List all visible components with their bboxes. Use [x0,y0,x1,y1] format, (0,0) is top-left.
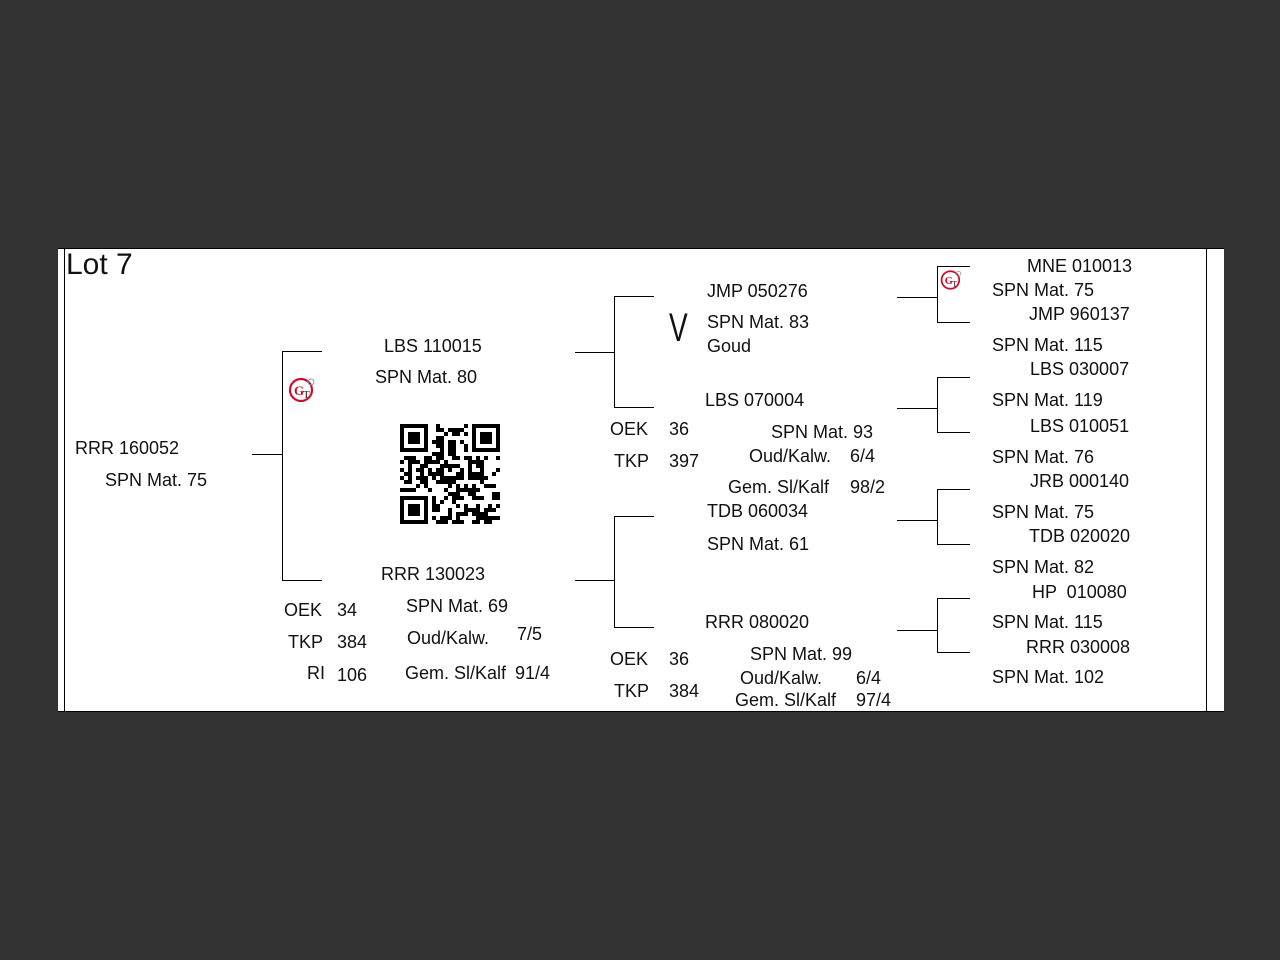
gg-6-id: HP 010080 [1032,582,1127,602]
qr-code-icon [400,424,500,524]
gg-1-connector [937,322,970,323]
subject-spn: SPN Mat. 75 [105,470,208,490]
subject-connector [252,454,282,455]
gg-5-spn: SPN Mat. 82 [992,557,1095,577]
gg-3-spn: SPN Mat. 76 [992,447,1095,467]
dam-gemsl-value: 91/4 [515,663,551,683]
sd-oek-label: OEK [610,419,649,439]
dam-out-connector [575,580,614,581]
sd-bracket [937,377,938,433]
sd-oudkalw-value: 6/4 [850,446,876,466]
ss-bracket [937,266,938,323]
gg-4-id: JRB 000140 [1030,471,1130,491]
ss-spn: SPN Mat. 83 [707,312,810,332]
dd-out-connector [897,630,937,631]
sd-oek-value: 36 [669,419,690,439]
sd-tkp-value: 397 [669,451,700,471]
ds-spn: SPN Mat. 61 [707,534,810,554]
sd-spn: SPN Mat. 93 [771,422,874,442]
dd-id: RRR 080020 [705,612,810,632]
ss-mark: V [669,306,688,350]
dd-tkp-value: 384 [669,681,700,701]
sd-id: LBS 070004 [705,390,805,410]
gg-6-connector [937,598,970,599]
ds-out-connector [897,520,937,521]
gg-4-spn: SPN Mat. 75 [992,502,1095,522]
ss-connector [614,296,654,297]
gg-7-spn: SPN Mat. 102 [992,667,1105,687]
dam-gemsl-label: Gem. Sl/Kalf [405,663,507,683]
sd-gemsl-value: 98/2 [850,477,886,497]
gg-2-id: LBS 030007 [1030,359,1130,379]
dam-ri-label: RI [307,663,325,683]
dd-oek-value: 36 [669,649,690,669]
sd-out-connector [897,408,937,409]
dam-bracket [614,516,615,628]
dd-gemsl-value: 97/4 [856,690,892,710]
dd-oudkalw-value: 6/4 [856,668,882,688]
parent-bracket [282,351,283,581]
left-border-rule [64,248,65,712]
subject-id: RRR 160052 [75,438,180,458]
ss-goud: Goud [707,336,752,356]
dam-oudkalw-label: Oud/Kalw. [407,628,490,648]
ss-id: JMP 050276 [707,281,808,301]
sd-gemsl-label: Gem. Sl/Kalf [728,477,830,497]
ds-id: TDB 060034 [707,501,809,521]
lot-title: Lot 7 [66,248,133,281]
dd-oek-label: OEK [610,649,649,669]
dam-oek-label: OEK [284,600,323,620]
gg-4-connector [937,489,970,490]
dd-oudkalw-label: Oud/Kalw. [740,668,823,688]
gg-6-spn: SPN Mat. 115 [992,612,1103,632]
gg-5-connector [937,544,970,545]
sire-spn: SPN Mat. 80 [375,367,478,387]
sire-id: LBS 110015 [384,336,482,356]
gg-3-connector [937,432,970,433]
right-border-rule [1206,248,1207,712]
gt-logo-icon: G T [940,270,962,290]
dam-tkp-label: TKP [288,632,324,652]
ds-connector [614,516,654,517]
gg-7-id: RRR 030008 [1026,637,1131,657]
sd-tkp-label: TKP [614,451,650,471]
svg-text:G: G [945,276,953,287]
svg-text:G: G [294,383,304,398]
dd-gemsl-label: Gem. Sl/Kalf [735,690,837,710]
gg-2-spn: SPN Mat. 119 [992,390,1103,410]
sire-connector [282,351,322,352]
dd-bracket [937,598,938,653]
ds-bracket [937,489,938,545]
sire-bracket [614,296,615,408]
dd-connector [614,627,654,628]
dam-spn: SPN Mat. 69 [406,596,509,616]
dd-spn: SPN Mat. 99 [750,644,853,664]
top-border-rule [58,248,1224,249]
dam-tkp-value: 384 [337,632,368,652]
bottom-border-rule [58,711,1224,712]
gg-0-spn: SPN Mat. 75 [992,280,1095,300]
svg-text:T: T [303,389,310,401]
dam-connector [282,580,322,581]
dd-tkp-label: TKP [614,681,650,701]
gt-logo-icon: G T [288,377,315,403]
gg-0-id: MNE 010013 [1027,256,1133,276]
ss-out-connector [897,297,937,298]
svg-text:T: T [952,278,958,288]
pedigree-card: Lot 7 RRR 160052 SPN Mat. 75 G T LBS 110… [58,248,1224,712]
sire-out-connector [575,352,614,353]
dam-oudkalw-value: 7/5 [517,624,543,644]
gg-3-id: LBS 010051 [1030,416,1130,436]
sd-oudkalw-label: Oud/Kalw. [749,446,832,466]
gg-7-connector [937,652,970,653]
sd-connector [614,407,654,408]
dam-oek-value: 34 [337,600,358,620]
dam-ri-value: 106 [337,665,368,685]
gg-1-spn: SPN Mat. 115 [992,335,1103,355]
gg-0-connector [937,266,970,267]
dam-id: RRR 130023 [381,564,486,584]
gg-5-id: TDB 020020 [1029,526,1131,546]
gg-2-connector [937,377,970,378]
gg-1-id: JMP 960137 [1029,304,1130,324]
